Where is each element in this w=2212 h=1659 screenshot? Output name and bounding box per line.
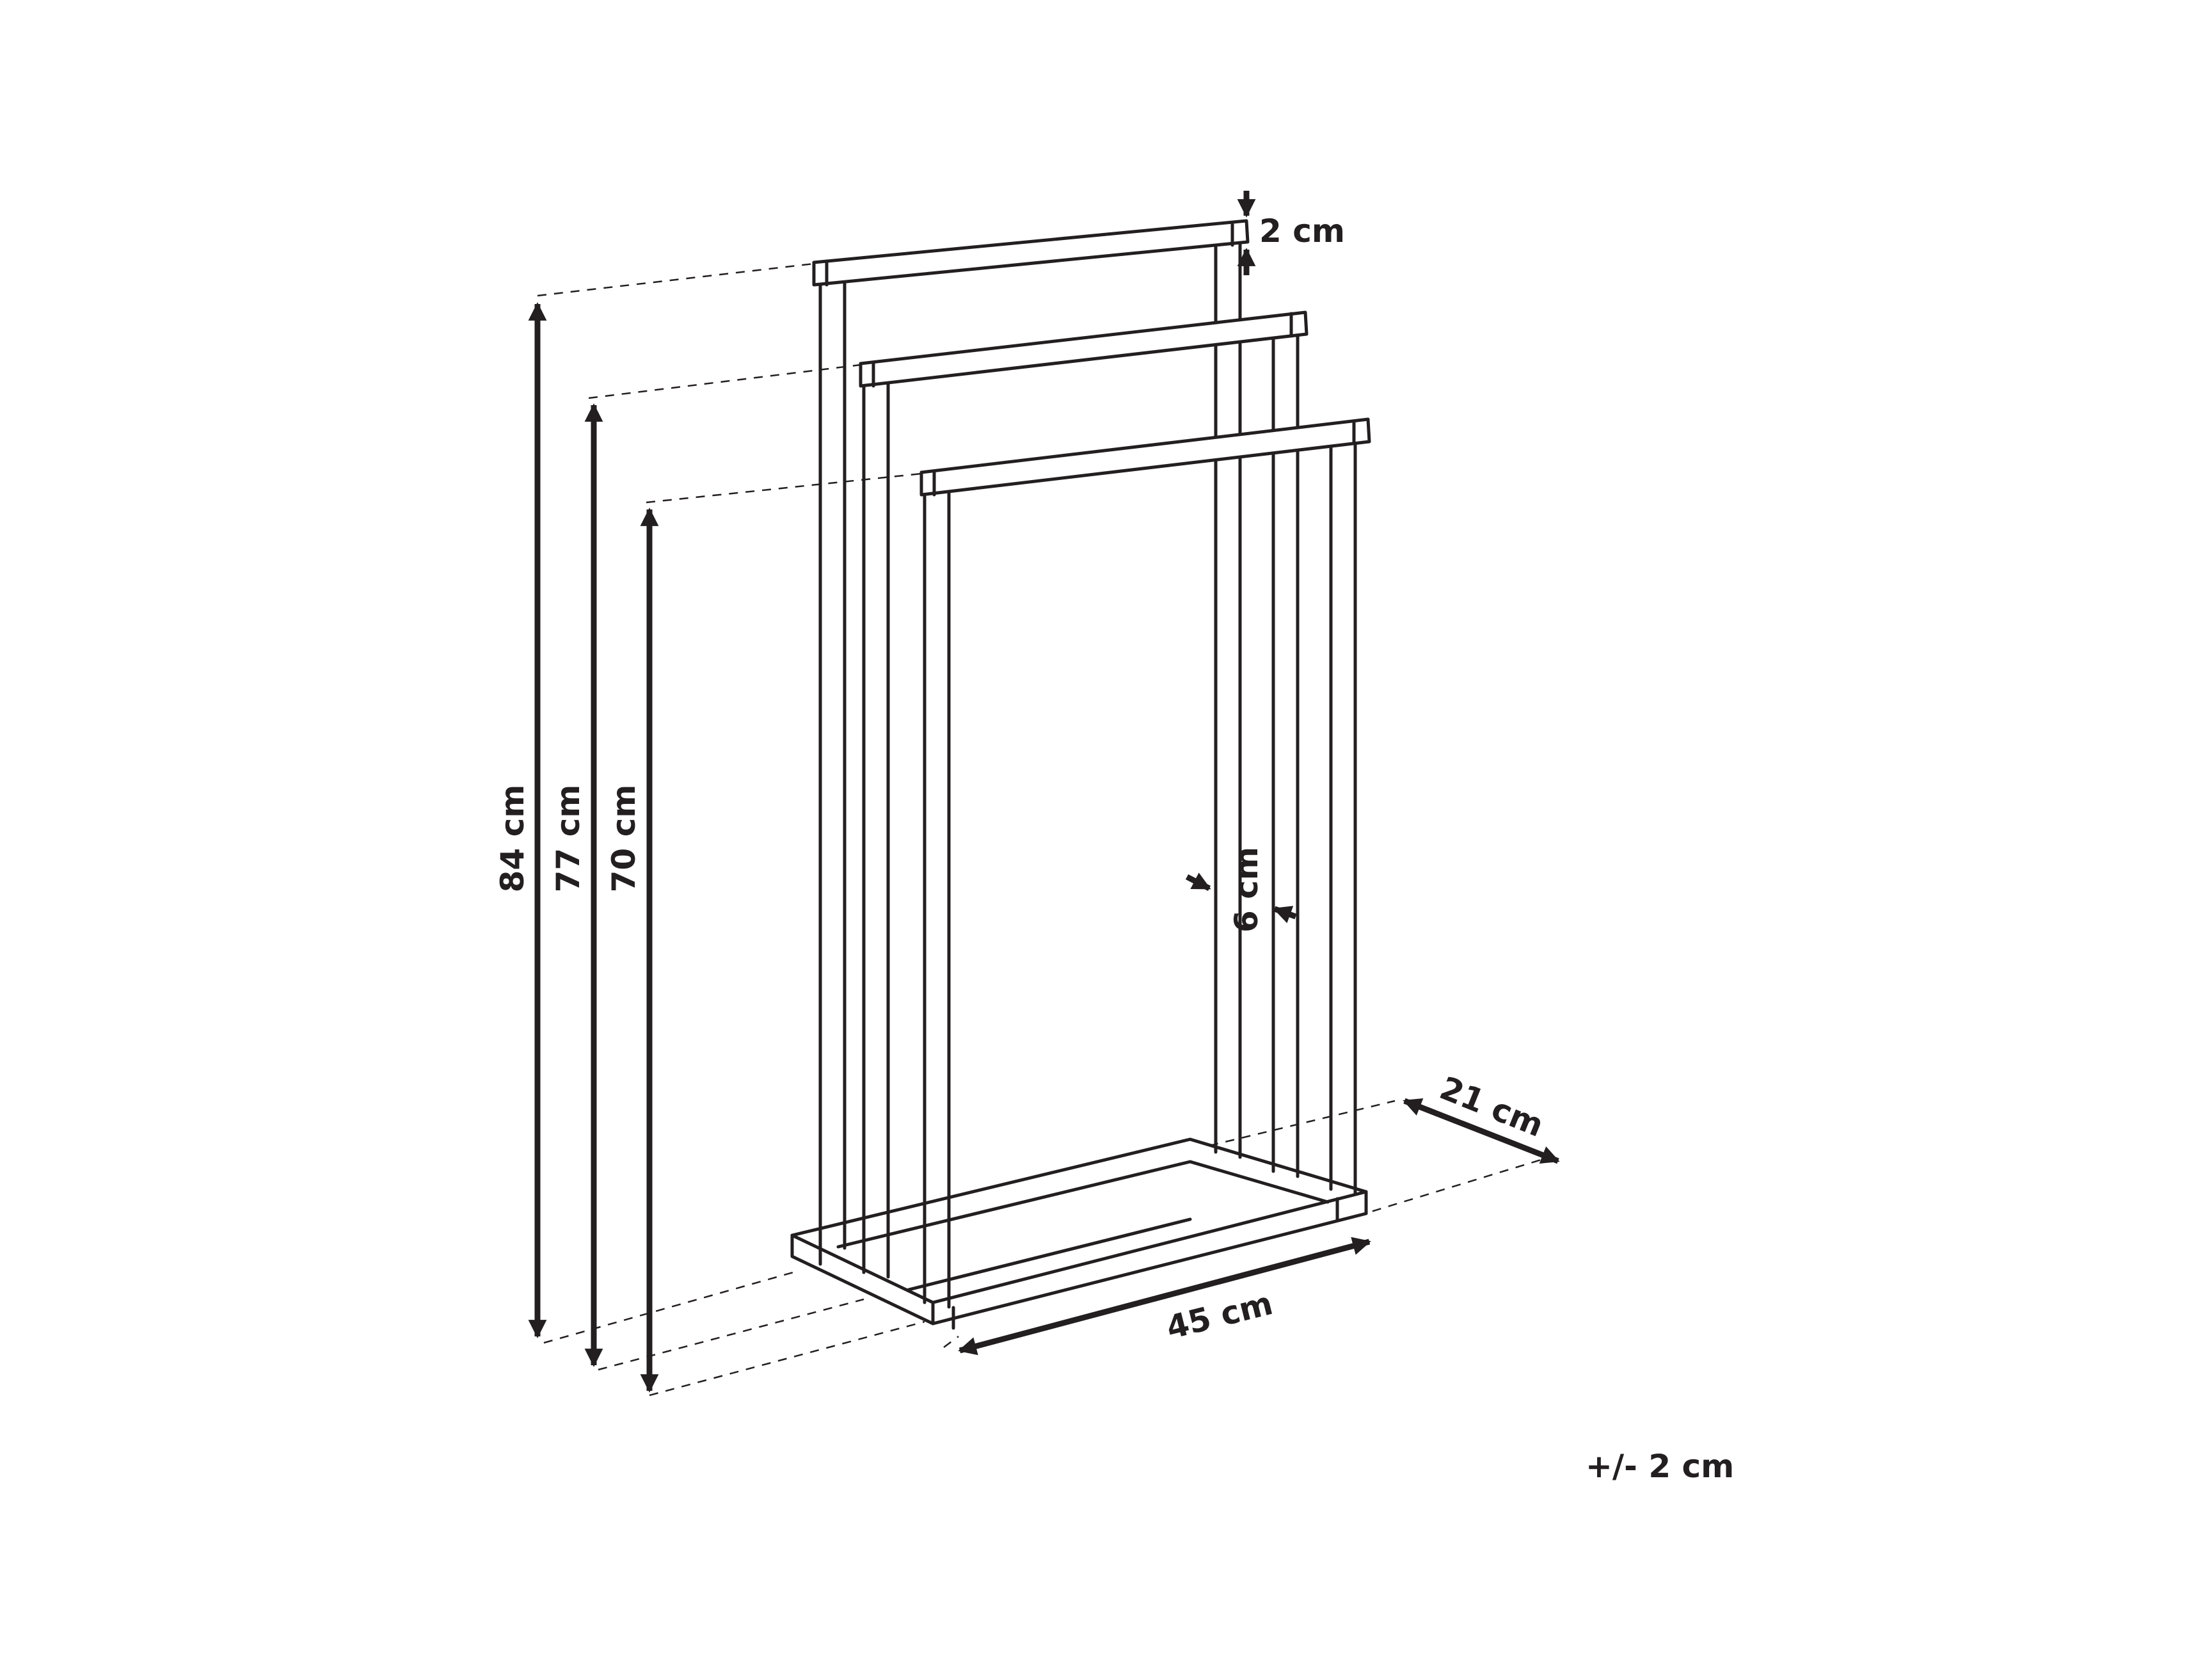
spacing-6-arrow-right — [1273, 906, 1297, 924]
extension-guides — [537, 262, 1546, 1397]
front-rail — [919, 417, 1371, 1309]
towel-rack — [790, 219, 1371, 1330]
label-height-84: 84 cm — [494, 785, 531, 893]
middle-rail — [859, 310, 1309, 1279]
dimension-arrows — [528, 191, 1560, 1393]
depth-21-arrow — [1403, 1098, 1560, 1164]
label-thickness-2: 2 cm — [1259, 212, 1345, 250]
tolerance-note: +/- 2 cm — [1586, 1448, 1734, 1485]
label-height-77: 77 cm — [550, 785, 587, 893]
back-rail — [812, 219, 1250, 1250]
rack-base — [790, 1137, 1368, 1330]
width-45-arrow — [958, 1237, 1371, 1356]
label-spacing-6: 6 cm — [1228, 847, 1265, 933]
dimension-labels: 84 cm 77 cm 70 cm 2 cm 6 cm 21 cm 45 cm … — [494, 212, 1734, 1485]
spacing-6-arrow-left — [1185, 872, 1211, 892]
label-height-70: 70 cm — [605, 785, 642, 893]
